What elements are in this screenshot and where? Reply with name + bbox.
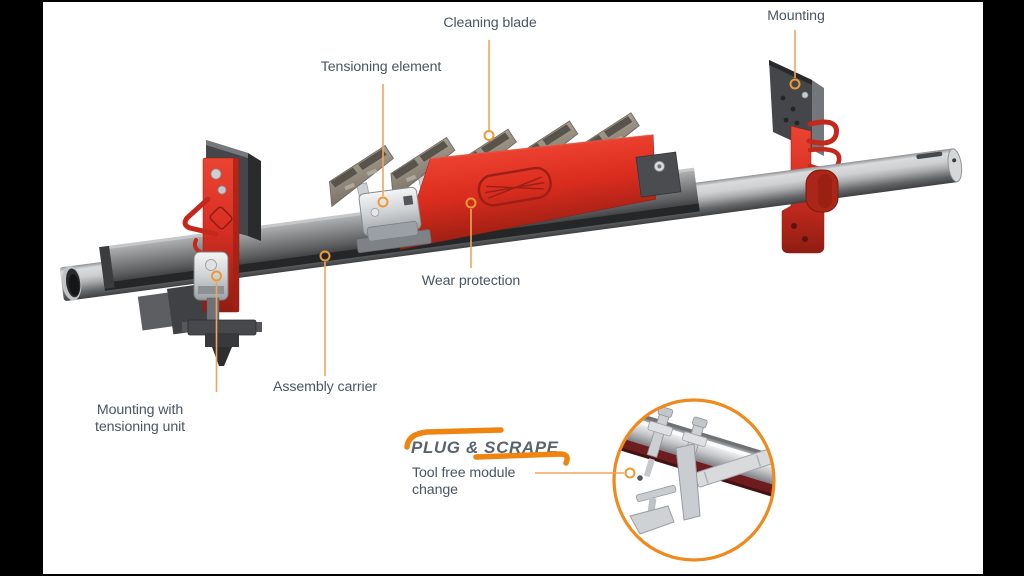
label-mounting-with-tensioning-unit: Mounting with tensioning unit xyxy=(95,402,185,435)
callout-marker xyxy=(465,197,477,209)
label-mounting: Mounting xyxy=(767,8,825,24)
label-cleaning-blade: Cleaning blade xyxy=(443,15,537,31)
label-tool-free-module-change: Tool free module change xyxy=(412,465,516,498)
logo-text: PLUG & SCRAPE xyxy=(411,438,559,457)
leader-lines xyxy=(215,30,796,474)
right-hook xyxy=(806,119,839,146)
callout-marker xyxy=(483,130,495,141)
inset-ring xyxy=(612,398,776,562)
label-assembly-carrier: Assembly carrier xyxy=(272,379,378,395)
left-mounting-assembly xyxy=(137,140,262,366)
inset-detached-modules xyxy=(629,443,774,535)
callout-marker xyxy=(377,196,389,208)
tensioning-unit xyxy=(182,251,262,366)
plug-and-scrape-badge: PLUG & SCRAPE xyxy=(403,426,581,468)
callout-marker xyxy=(319,250,331,262)
detail-inset xyxy=(612,398,776,562)
embossed-logo xyxy=(477,166,552,207)
plug-and-scrape-logo: PLUG & SCRAPE xyxy=(404,427,570,466)
right-mounting-assembly xyxy=(769,60,842,254)
cover-end-bracket xyxy=(635,151,682,198)
callout-marker xyxy=(624,467,636,479)
logo-top-swoosh-icon xyxy=(404,427,504,450)
callout-marker xyxy=(211,270,222,282)
callout-marker xyxy=(789,78,801,90)
tensioning-element-block xyxy=(356,186,432,254)
logo-underline-swoosh-icon xyxy=(473,451,570,466)
label-tensioning-element: Tensioning element xyxy=(320,59,442,75)
left-hook xyxy=(182,196,219,237)
label-wear-protection: Wear protection xyxy=(421,273,521,289)
callout-markers xyxy=(211,78,801,479)
